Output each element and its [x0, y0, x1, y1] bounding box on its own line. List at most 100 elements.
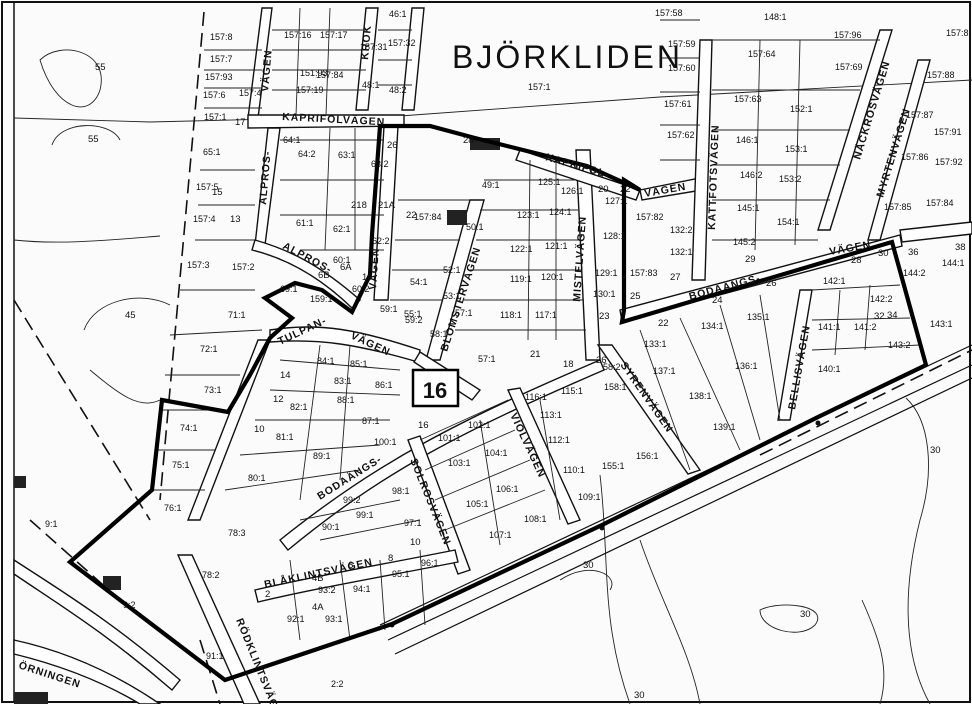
plot-label-p55: 133:1: [644, 339, 667, 349]
plot-label-p94: 132:1: [670, 247, 693, 257]
address-number-n16: 28: [851, 255, 862, 266]
plot-label-p96: 49:1: [482, 180, 500, 190]
plot-label-p38: 104:1: [485, 448, 508, 458]
address-number-n35: 21A: [378, 200, 396, 211]
plot-label-p46: 113:1: [540, 410, 562, 420]
plot-label-p141: 130:1: [593, 289, 616, 299]
plot-label-p86: 157:84: [926, 198, 954, 208]
address-number-n3: 45: [125, 310, 136, 321]
plot-label-p102: 57:1: [478, 354, 496, 364]
plot-label-p61: 142:1: [823, 276, 846, 286]
address-number-n34: 28: [463, 135, 474, 146]
plot-label-p134: 123:1: [517, 210, 540, 220]
plot-label-p127: 89:1: [313, 451, 331, 461]
plot-label-p107: 157:84: [414, 212, 442, 222]
address-number-n43: 16: [418, 420, 429, 431]
plot-label-p89: 157:88: [927, 70, 955, 80]
plot-label-p68: 145:2: [733, 237, 756, 247]
plot-label-p116: 64:2: [298, 149, 316, 159]
address-number-n11: 24: [712, 295, 723, 306]
plot-label-p33: 90:1: [322, 522, 340, 532]
plot-label-p104: 59:1: [380, 304, 398, 314]
plot-label-p47: 115:1: [561, 386, 583, 396]
plot-label-p15: 76:1: [164, 503, 182, 513]
plot-label-p66: 144:2: [903, 268, 926, 278]
street-labels: KAPRIFOLVÄGEN KAPRIFOL- VÄGEN ALPROS- AL…: [17, 24, 913, 709]
address-number-n17: 30: [878, 248, 889, 259]
plot-label-p100: 55:1: [404, 309, 422, 319]
plot-label-p111: 62:1: [333, 224, 351, 234]
plot-label-p97: 50:1: [466, 222, 484, 232]
address-number-n19: 34: [887, 310, 898, 321]
plot-label-p78: 157:64: [748, 49, 776, 59]
plot-label-p123: 85:1: [350, 359, 368, 369]
plot-label-p133: 122:1: [510, 244, 533, 254]
buildings: [14, 138, 500, 704]
plot-label-p80: 157:59: [668, 39, 696, 49]
plot-label-p57: 135:1: [747, 312, 770, 322]
plot-label-p77: 157:62: [667, 130, 695, 140]
plot-label-p4: 157:1: [204, 112, 227, 122]
plot-label-p131: 120:1: [541, 272, 564, 282]
plot-label-p149: 157:19: [296, 85, 324, 95]
district-plot: 157:1: [528, 82, 551, 92]
address-number-n45: 12: [273, 394, 284, 405]
plot-label-p37: 103:1: [448, 458, 471, 468]
plot-label-p113: 63:1: [338, 150, 356, 160]
plot-label-p50: 156:1: [636, 451, 659, 461]
plot-label-p140: 129:1: [595, 268, 618, 278]
plot-label-p99: 53:1: [443, 291, 461, 301]
plot-label-p13: 74:1: [180, 423, 198, 433]
plot-label-p142: 157:93: [205, 72, 233, 82]
address-number-n29: 6: [348, 560, 353, 571]
street-vagen-east: VÄGEN: [643, 180, 687, 200]
street-alpros-upper: ALPROS-: [257, 150, 274, 205]
plot-label-p59: 141:1: [818, 322, 841, 332]
plot-label-p138: 127:1: [605, 196, 628, 206]
plot-label-p126: 88:1: [337, 395, 355, 405]
plot-label-p106: 57:1: [455, 308, 473, 318]
address-number-n40: 15: [212, 187, 223, 198]
plot-label-p150: 157:84: [316, 70, 344, 80]
plot-label-p2: 157:7: [210, 54, 233, 64]
address-number-n42: 17: [235, 117, 246, 128]
dashed-lines: [13, 11, 221, 705]
plot-label-p9: 157:2: [232, 262, 255, 272]
property-lines: [150, 7, 921, 641]
plot-label-p129: 118:1: [500, 310, 522, 320]
plot-label-p20: 9:2: [123, 600, 136, 610]
plot-label-p108: 60:1: [333, 255, 351, 265]
plot-label-p103: 58:1: [430, 329, 448, 339]
address-number-n13: 25: [630, 291, 641, 302]
plot-label-p75: 157:63: [734, 94, 762, 104]
plot-label-p63: 143:2: [888, 340, 911, 350]
address-number-n6: 30: [800, 609, 811, 620]
plot-label-p29: 97:1: [404, 518, 422, 528]
plot-label-p64: 143:1: [930, 319, 953, 329]
address-number-n10: 26: [766, 278, 777, 289]
plot-label-p54: 136:1: [735, 361, 758, 371]
plot-label-p88: 157:87: [906, 110, 934, 120]
plot-label-p52: 138:1: [689, 391, 712, 401]
address-number-n33: 26: [387, 140, 398, 151]
plot-label-p83: 157:96: [834, 30, 862, 40]
plot-label-p81: 157:58: [655, 8, 683, 18]
street-krok: KROK: [359, 24, 374, 60]
address-number-n7: 30: [634, 690, 645, 701]
plot-label-p110: 61:1: [296, 218, 314, 228]
address-number-n1: 55: [95, 62, 106, 73]
plot-label-p152: 48:2: [389, 85, 407, 95]
plot-label-p119: 81:1: [276, 432, 294, 442]
plot-label-p56: 134:1: [701, 321, 724, 331]
plot-label-p139: 128:1: [603, 231, 626, 241]
plot-label-p27: 95:1: [392, 569, 410, 579]
plot-label-p101: 54:1: [410, 277, 428, 287]
address-number-n5: 30: [583, 560, 594, 571]
address-number-n30: 8: [388, 553, 393, 564]
plot-label-p23: 92:1: [287, 614, 305, 624]
roads: [13, 7, 972, 705]
address-number-n23: 22: [620, 184, 631, 195]
plot-label-p6: 157:5: [196, 182, 219, 192]
plot-label-p71: 153:1: [785, 144, 808, 154]
